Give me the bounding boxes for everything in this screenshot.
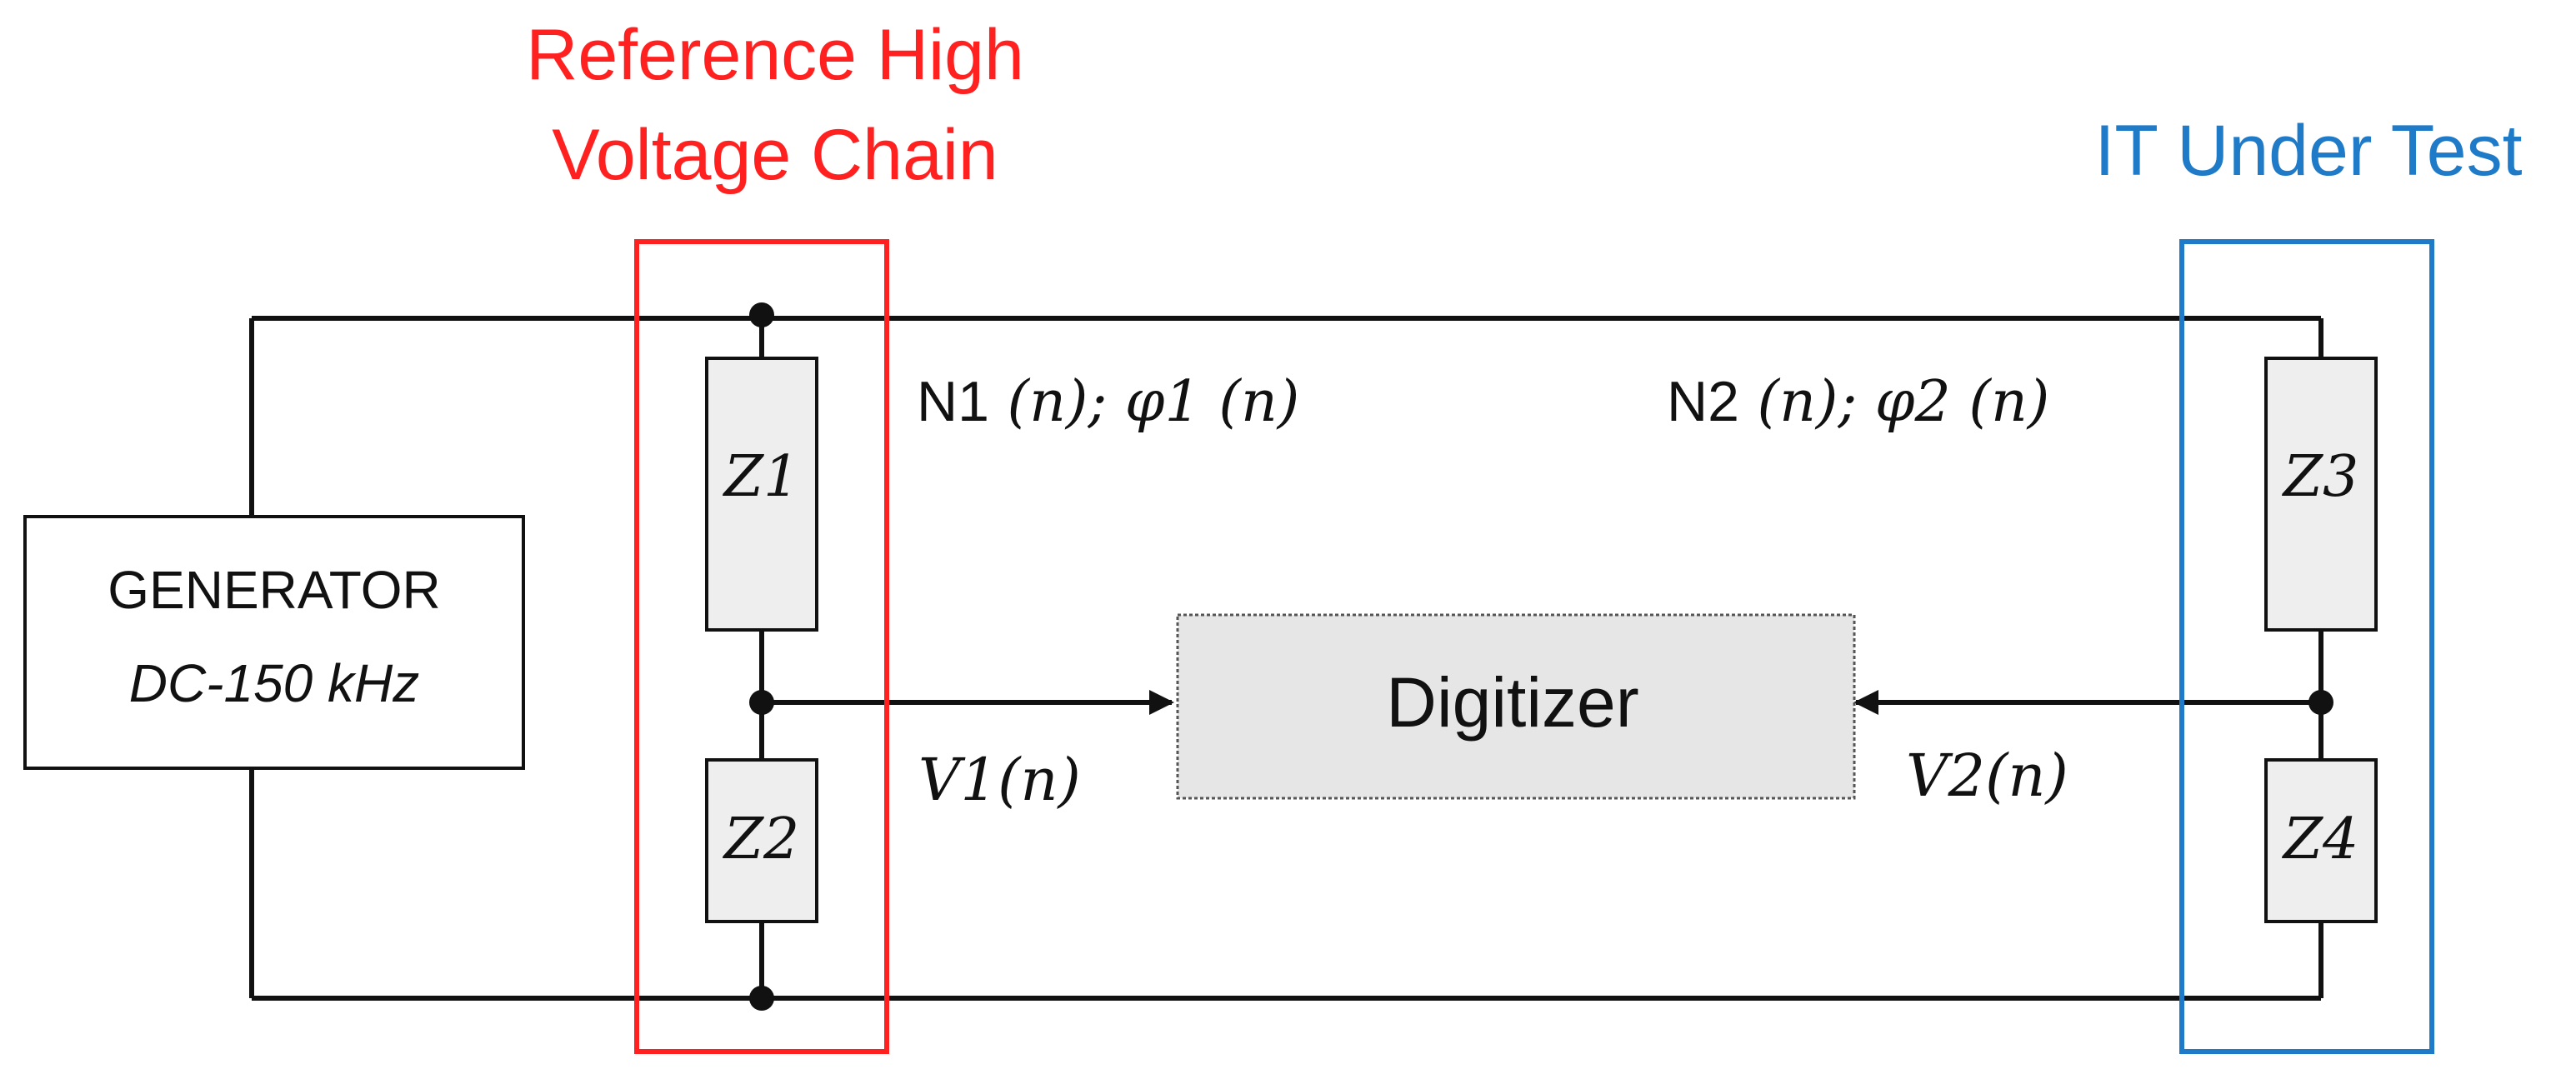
impedance-z2	[705, 758, 818, 923]
digitizer-box	[1176, 613, 1856, 800]
itut-outline	[2179, 239, 2434, 1054]
digitizer-label: Digitizer	[1386, 663, 1638, 742]
v1-signal-label: V1(n)	[918, 746, 1081, 814]
impedance-z1-label: Z1	[723, 444, 800, 510]
impedance-z1	[705, 357, 818, 632]
junction-dot-top	[749, 302, 774, 327]
ref-ratio-name: N1	[917, 370, 989, 433]
impedance-z3-label: Z3	[2282, 444, 2359, 510]
ref-ratio-args: (n); φ1 (n)	[989, 369, 1299, 435]
impedance-z4-label: Z4	[2282, 807, 2359, 872]
reference-chain-outline	[634, 239, 889, 1054]
impedance-z4	[2264, 758, 2378, 923]
generator-frequency: DC-150 kHz	[129, 653, 420, 713]
v2-signal-label: V2(n)	[1906, 742, 2068, 810]
impedance-z2-label: Z2	[723, 807, 800, 872]
junction-dot-itut-mid	[2308, 690, 2333, 715]
junction-dot-bottom	[749, 986, 774, 1011]
ref-ratio-label: N1 (n); φ1 (n)	[917, 369, 1299, 435]
itut-ratio-args: (n); φ2 (n)	[1739, 369, 2049, 435]
generator-label: GENERATOR	[108, 560, 440, 620]
itut-title: IT Under Test	[2094, 111, 2522, 191]
impedance-z3	[2264, 357, 2378, 632]
junction-dot-ref-mid	[749, 690, 774, 715]
junction-dots	[749, 302, 2333, 1011]
generator-box	[23, 515, 525, 770]
itut-ratio-label: N2 (n); φ2 (n)	[1667, 369, 2049, 435]
itut-ratio-name: N2	[1667, 370, 1739, 433]
reference-chain-title-line1: Reference High	[526, 15, 1024, 95]
reference-chain-title-line2: Voltage Chain	[552, 115, 998, 195]
